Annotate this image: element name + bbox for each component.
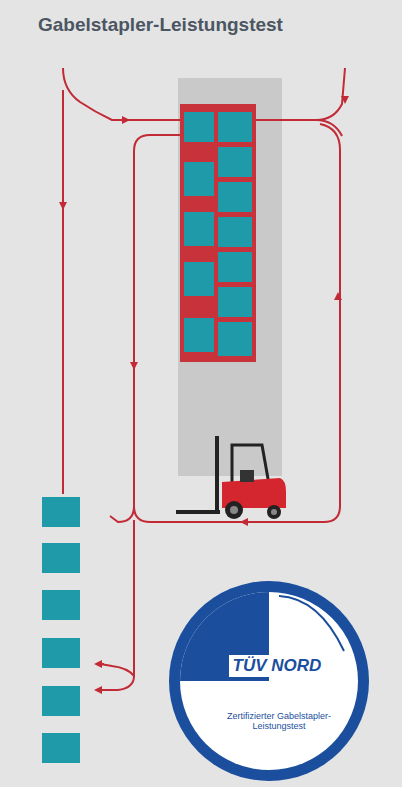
floor-pallets <box>42 497 80 763</box>
seal-outline <box>168 580 370 782</box>
rack-column <box>178 78 282 476</box>
certificate-text: Zertifizierter Gabelstapler-Leistungstes… <box>224 711 334 732</box>
forklift <box>176 436 286 519</box>
brand-name: TÜV NORD <box>229 655 326 677</box>
title: Gabelstapler-Leistungstest <box>38 14 283 36</box>
rack-frame <box>180 104 256 362</box>
rack-pallets <box>184 112 252 356</box>
certification-seal: TÜV NORD Zertifizierter Gabelstapler-Leis… <box>168 580 370 782</box>
